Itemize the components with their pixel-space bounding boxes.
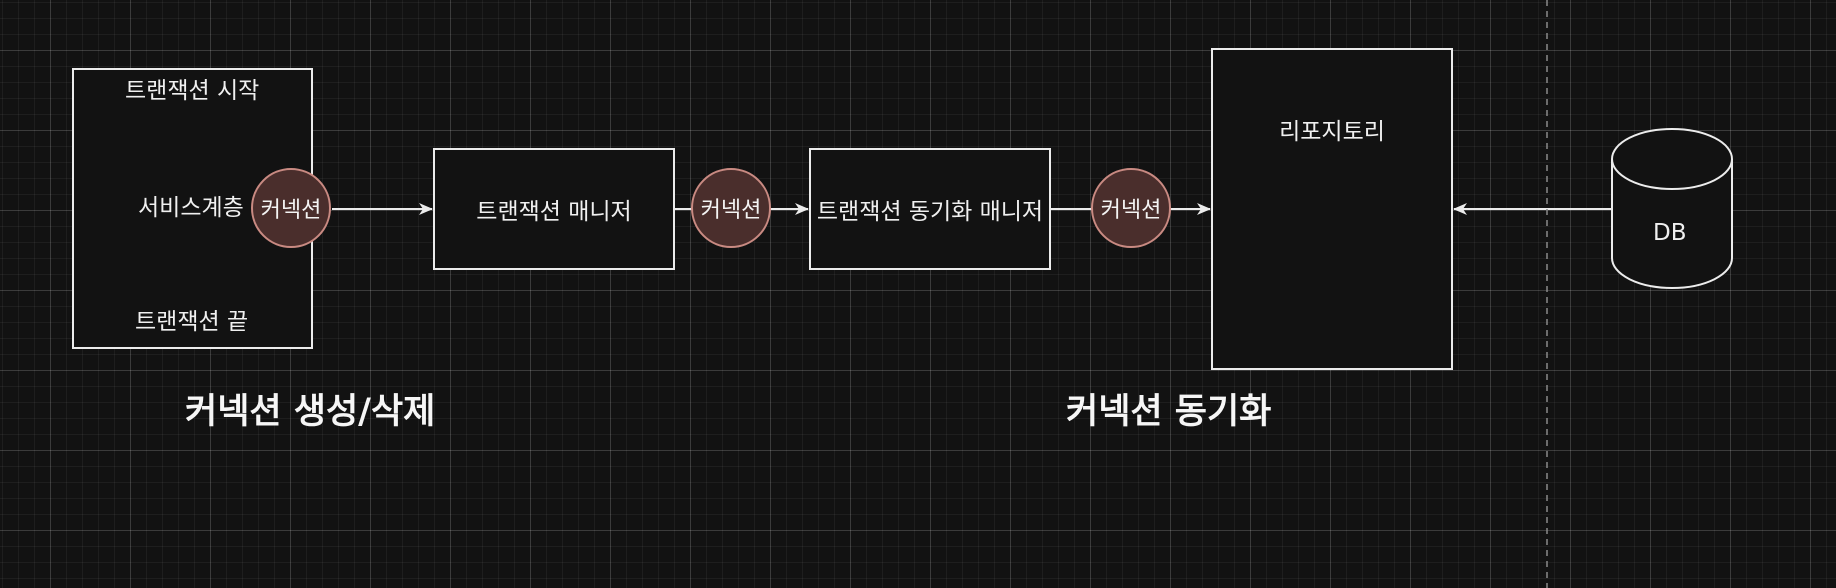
connection-circle-sync-manager: 커넥션 [1091, 168, 1171, 248]
transaction-sync-manager-box: 트랜잭션 동기화 매니저 [809, 148, 1051, 270]
service-layer-label: 서비스계층 [138, 195, 244, 221]
repository-box: 리포지토리 [1211, 48, 1453, 370]
transaction-end-label: 트랜잭션 끝 [135, 309, 249, 335]
database-cylinder-icon [1611, 128, 1733, 289]
connection-circle-service: 커넥션 [251, 168, 331, 248]
connection-circle-tx-manager: 커넥션 [691, 168, 771, 248]
caption-connection-create-delete: 커넥션 생성/삭제 [185, 392, 436, 432]
transaction-start-label: 트랜잭션 시작 [125, 78, 260, 104]
transaction-manager-box: 트랜잭션 매니저 [433, 148, 675, 270]
caption-connection-sync: 커넥션 동기화 [1066, 392, 1272, 432]
db-label: DB [1653, 220, 1687, 246]
